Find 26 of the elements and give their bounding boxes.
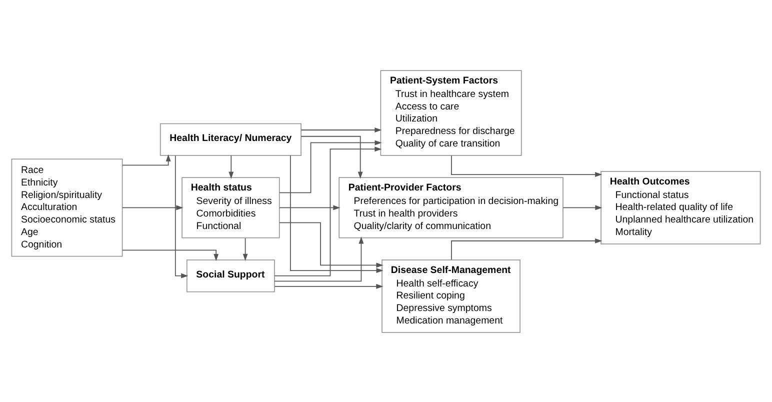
arrow [274, 146, 382, 276]
arrow [122, 154, 171, 166]
node-box: Health Outcomes Functional status Health-related quality of life Unplanned healthcare utilization Mortality [600, 170, 761, 244]
arrow [300, 127, 382, 132]
arrow [174, 154, 188, 278]
arrow [451, 238, 602, 260]
arrow [274, 283, 384, 288]
arrow [122, 204, 184, 210]
node-box: Patient-System Factors Trust in healthcare system Access to care Utilization Preparedness for discharge Quality of care transition [380, 70, 522, 156]
arrow [228, 154, 234, 178]
node-box: Race Ethnicity Religion/spirituality Acculturation Socioeconomic status Age Cognition [11, 158, 123, 256]
arrow [274, 236, 364, 282]
node-box: Health Literacy/ Numeracy [160, 122, 302, 156]
node-box: Health status Severity of illness Comorbidities Functional [182, 176, 280, 238]
node-box: Patient-Provider Factors Preferences for participation in decision-making Trust in health providers Quality/clarity of communication [338, 176, 564, 238]
arrow [122, 249, 219, 261]
arrow [279, 222, 384, 268]
arrow [451, 154, 602, 176]
arrow [562, 204, 602, 210]
arrow [242, 237, 248, 260]
arrow [290, 154, 384, 272]
arrow [300, 135, 363, 178]
node-box: Social Support [186, 258, 275, 292]
node-box: Disease Self-Management Health self-efficacy Resilient coping Depressive symptoms Medication management [382, 258, 520, 332]
arrow [279, 140, 382, 193]
arrow [279, 204, 340, 210]
